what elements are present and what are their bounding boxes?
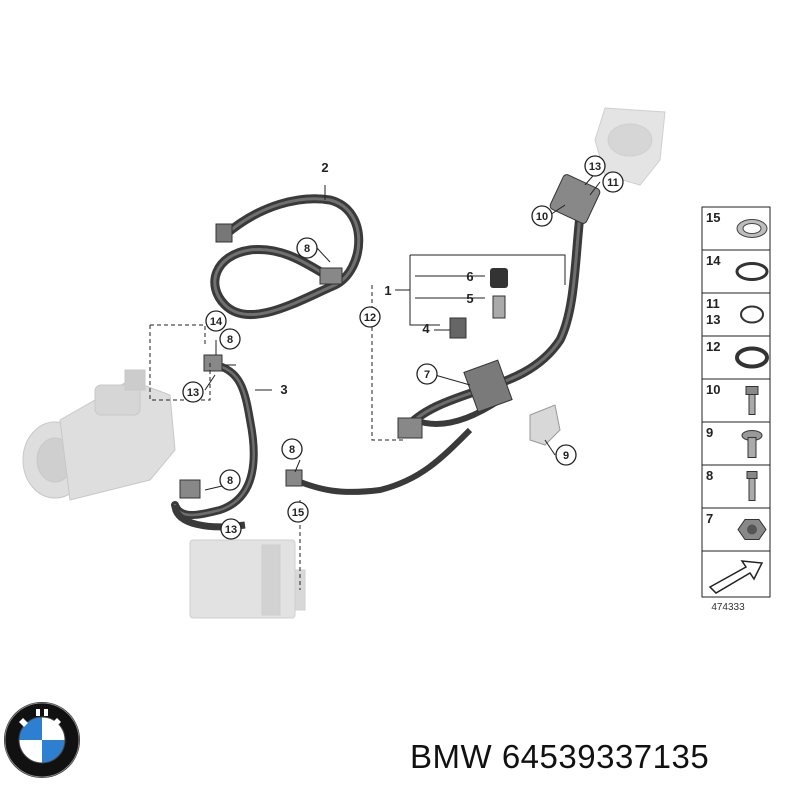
callout-8: 8: [219, 328, 241, 350]
hose-center: [293, 427, 473, 495]
legend-number: 13: [706, 312, 720, 327]
legend-number: 15: [706, 210, 720, 225]
callout-label: 9: [563, 450, 569, 462]
callout-11: 11: [602, 171, 624, 193]
legend-number: 14: [706, 253, 721, 268]
leader-label-4: 4: [422, 321, 430, 336]
seal-ring-thin-icon: [736, 219, 768, 238]
callout-12: 12: [359, 306, 381, 328]
reference-number: 474333: [711, 602, 745, 613]
hose-2-fitting: [215, 223, 233, 243]
bolt-icon: [745, 386, 759, 415]
valve-part-5: [492, 295, 506, 319]
callout-15: 15: [287, 501, 309, 523]
callout-14: 14: [205, 310, 227, 332]
callout-label: 8: [227, 334, 233, 346]
part-number: 64539337135: [501, 738, 710, 775]
screw-icon: [746, 471, 758, 501]
leader-label-5: 5: [466, 291, 473, 306]
hose-3-fitting: [203, 354, 223, 372]
legend-number: 10: [706, 382, 720, 397]
legend-number: 11: [706, 296, 720, 311]
legend-row: 8: [702, 464, 770, 501]
callout-label: 8: [289, 444, 295, 456]
callout-9: 9: [555, 444, 577, 466]
legend-row: 7: [702, 507, 770, 540]
callout-8: 8: [219, 469, 241, 491]
callout-label: 13: [187, 387, 199, 399]
direction-arrow-icon: [702, 550, 770, 594]
legend-row: 9: [702, 421, 770, 458]
part-caption: BMW 64539337135: [410, 738, 709, 776]
stud-bolt-icon: [741, 430, 763, 458]
seal-ring-icon: [735, 262, 769, 281]
o-ring-thick-icon: [735, 346, 769, 369]
hose-3-fitting-b: [179, 479, 201, 499]
legend-row: 15: [706, 210, 768, 238]
callout-label: 13: [225, 524, 237, 536]
callout-label: 8: [227, 475, 233, 487]
callout-label: 13: [589, 161, 601, 173]
callout-label: 11: [607, 177, 619, 189]
bmw-logo: [4, 702, 80, 778]
legend-number: 12: [706, 339, 720, 354]
legend-row: 14: [702, 249, 770, 281]
callout-label: 8: [304, 243, 310, 255]
compressor-ghost: [22, 369, 176, 501]
condenser-ghost: [189, 539, 306, 619]
legend-row: 10: [702, 378, 770, 415]
o-ring-small-icon: [740, 305, 764, 324]
switch-part-4: [449, 317, 467, 339]
callout-label: 7: [424, 369, 430, 381]
brand-name: BMW: [410, 738, 493, 775]
leader-labels: 2 3 1 6 5 4: [280, 160, 473, 397]
hose-1-block: [463, 359, 513, 413]
hose-3: [171, 361, 258, 519]
hose-2-fitting-b: [319, 267, 343, 285]
callout-13: 13: [182, 381, 204, 403]
hose-1-upper-fitting: [549, 174, 601, 224]
leader-label-3: 3: [280, 382, 287, 397]
legend-number: 7: [706, 511, 713, 526]
cap-part-6: [490, 268, 508, 288]
legend-row: 12: [702, 335, 770, 369]
callout-label: 15: [292, 507, 304, 519]
leader-label-6: 6: [466, 269, 473, 284]
callout-10: 10: [531, 205, 553, 227]
leader-label-2: 2: [321, 160, 328, 175]
callout-13: 13: [584, 155, 606, 177]
solid-leaders: [204, 169, 601, 529]
callout-13: 13: [220, 518, 242, 540]
callout-label: 10: [536, 211, 548, 223]
legend-number: 8: [706, 468, 713, 483]
legend-number: 9: [706, 425, 713, 440]
hex-nut-icon: [737, 519, 767, 540]
callout-8: 8: [296, 237, 318, 259]
hose-2: [210, 194, 364, 320]
bracket-part-9: [529, 404, 561, 446]
callout-label: 12: [364, 312, 376, 324]
callout-8: 8: [281, 438, 303, 460]
evaporator-ghost: [594, 107, 666, 186]
callout-label: 14: [210, 316, 223, 328]
callout-7: 7: [416, 363, 438, 385]
hose-center-fitting: [285, 469, 303, 487]
leader-label-1: 1: [384, 283, 391, 298]
dashed-leaders: [149, 285, 405, 590]
hose-1-left-fitting: [397, 417, 423, 439]
